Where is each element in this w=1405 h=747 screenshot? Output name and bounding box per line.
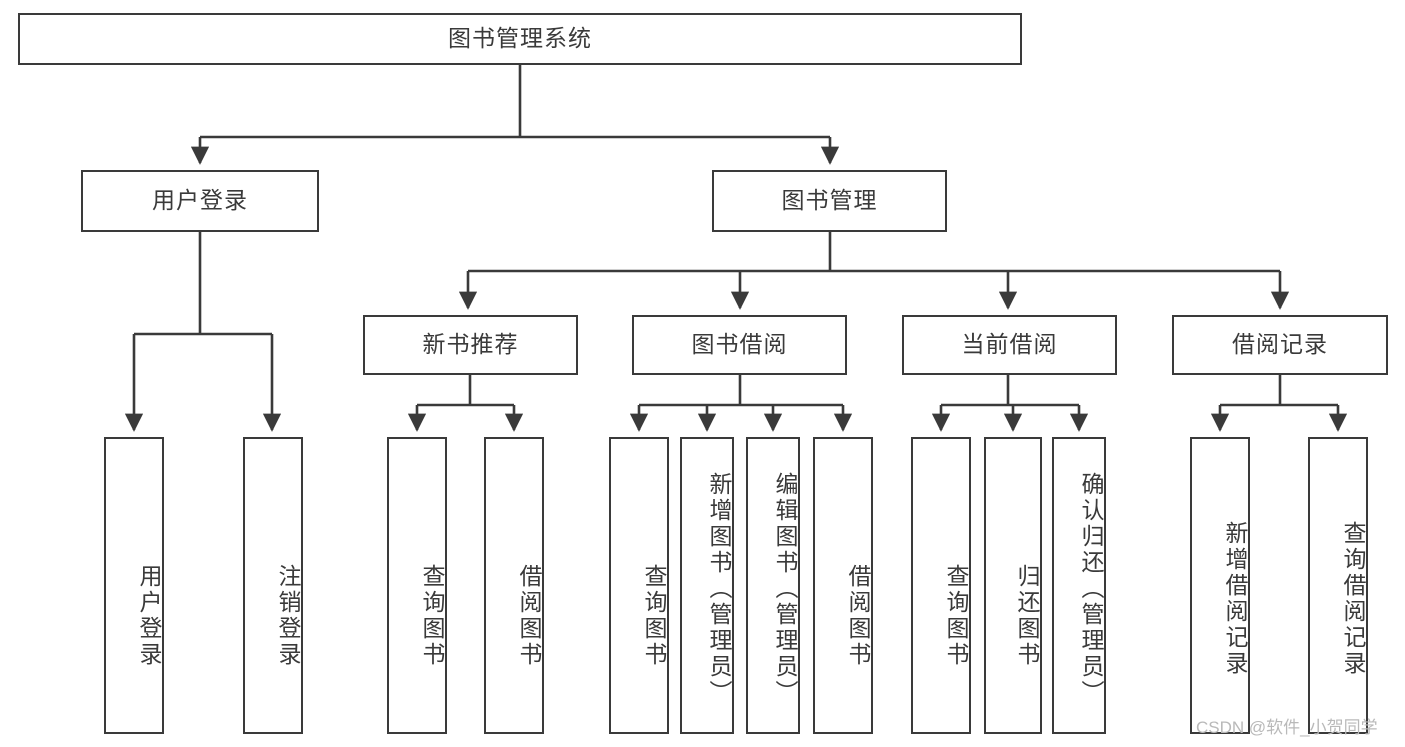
node-leaf-query-book-3[interactable]: 查询图书	[911, 437, 971, 734]
node-new-book-rec-label: 新书推荐	[422, 331, 519, 358]
node-leaf-add-book-label: 新增图书（管理员）	[706, 471, 732, 706]
node-leaf-add-book[interactable]: 新增图书（管理员）	[680, 437, 734, 734]
node-borrow-record-label: 借阅记录	[1232, 331, 1328, 358]
node-leaf-edit-book-label: 编辑图书（管理员）	[772, 471, 798, 706]
node-book-manage-label: 图书管理	[781, 187, 878, 214]
node-root-label: 图书管理系统	[448, 25, 592, 52]
node-user-login[interactable]: 用户登录	[81, 170, 319, 232]
node-leaf-return-book[interactable]: 归还图书	[984, 437, 1042, 734]
node-borrow-record[interactable]: 借阅记录	[1172, 315, 1388, 375]
node-leaf-borrow-book-2[interactable]: 借阅图书	[813, 437, 873, 734]
node-leaf-query-book-2[interactable]: 查询图书	[609, 437, 669, 734]
node-leaf-user-logout-label: 注销登录	[275, 563, 301, 668]
node-leaf-confirm-return[interactable]: 确认归还（管理员）	[1052, 437, 1106, 734]
node-user-login-label: 用户登录	[152, 187, 248, 214]
watermark-text: CSDN @软件_小贺同学	[1196, 718, 1378, 737]
node-new-book-rec[interactable]: 新书推荐	[363, 315, 578, 375]
node-leaf-query-book-1[interactable]: 查询图书	[387, 437, 447, 734]
node-book-manage[interactable]: 图书管理	[712, 170, 947, 232]
node-leaf-query-book-3-label: 查询图书	[943, 563, 969, 668]
node-leaf-return-book-label: 归还图书	[1014, 563, 1040, 668]
node-leaf-edit-book[interactable]: 编辑图书（管理员）	[746, 437, 800, 734]
node-leaf-borrow-book-1[interactable]: 借阅图书	[484, 437, 544, 734]
node-leaf-query-record[interactable]: 查询借阅记录	[1308, 437, 1368, 734]
node-current-borrow[interactable]: 当前借阅	[902, 315, 1117, 375]
node-leaf-add-record[interactable]: 新增借阅记录	[1190, 437, 1250, 734]
node-leaf-confirm-return-label: 确认归还（管理员）	[1078, 471, 1104, 706]
node-leaf-query-book-2-label: 查询图书	[641, 563, 667, 668]
node-leaf-borrow-book-2-label: 借阅图书	[845, 563, 871, 668]
node-leaf-query-record-label: 查询借阅记录	[1340, 520, 1366, 677]
node-leaf-query-book-1-label: 查询图书	[419, 563, 445, 668]
node-current-borrow-label: 当前借阅	[961, 331, 1058, 358]
node-leaf-user-login[interactable]: 用户登录	[104, 437, 164, 734]
node-leaf-add-record-label: 新增借阅记录	[1222, 520, 1248, 677]
node-leaf-user-logout[interactable]: 注销登录	[243, 437, 303, 734]
node-book-borrow-label: 图书借阅	[691, 331, 788, 358]
node-root[interactable]: 图书管理系统	[18, 13, 1022, 65]
node-book-borrow[interactable]: 图书借阅	[632, 315, 847, 375]
node-leaf-borrow-book-1-label: 借阅图书	[516, 563, 542, 668]
node-leaf-user-login-label: 用户登录	[136, 563, 162, 668]
